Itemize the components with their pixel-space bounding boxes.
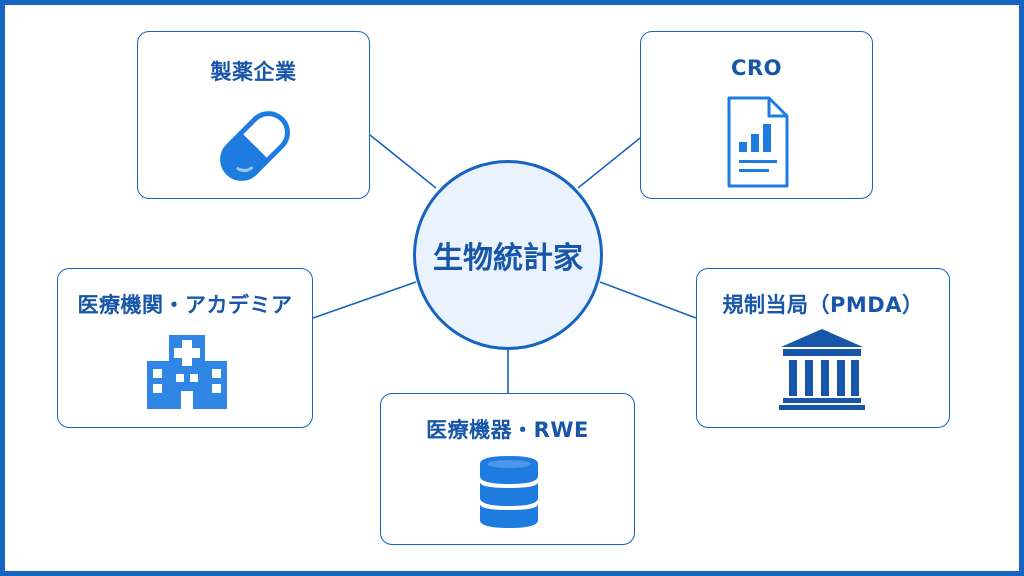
node-regulator-label: 規制当局（PMDA） (722, 293, 924, 317)
node-device: 医療機器・RWE (380, 393, 635, 545)
node-pharma: 製薬企業 (137, 31, 370, 199)
hub-biostatistician: 生物統計家 (413, 160, 603, 350)
hub-label: 生物統計家 (433, 241, 583, 276)
connector-medical (312, 281, 417, 319)
node-pharma-label: 製薬企業 (210, 60, 297, 84)
node-medical-label: 医療機関・アカデミア (77, 293, 293, 317)
connector-cro (577, 137, 641, 189)
connector-regulator (599, 281, 697, 319)
connector-pharma (369, 134, 437, 189)
government-building-icon (779, 329, 865, 410)
hospital-icon (147, 335, 227, 409)
node-cro-label: CRO (731, 56, 782, 80)
node-medical: 医療機関・アカデミア (57, 268, 313, 428)
report-document-icon (727, 96, 789, 188)
node-device-label: 医療機器・RWE (426, 418, 589, 442)
node-regulator: 規制当局（PMDA） (696, 268, 950, 428)
node-cro: CRO (640, 31, 873, 199)
capsule-icon (220, 111, 290, 181)
database-icon (480, 456, 538, 528)
